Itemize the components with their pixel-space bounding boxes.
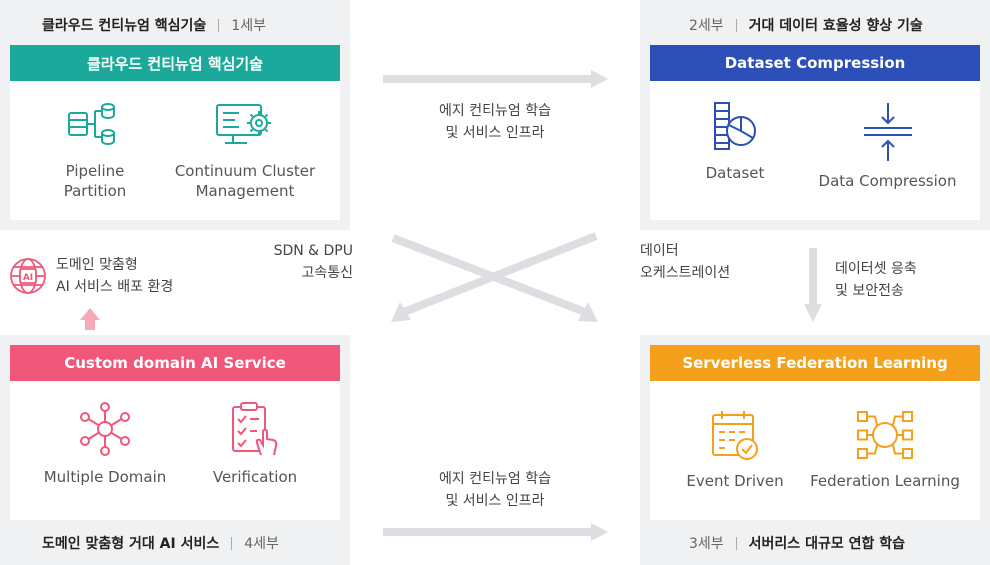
cluster-management-icon: [216, 104, 271, 144]
cluster-management-label: Continuum Cluster Management: [174, 162, 316, 200]
verification-label: Verification: [212, 468, 298, 486]
header-separator: [735, 18, 737, 32]
multiple-domain-label: Multiple Domain: [43, 468, 167, 486]
pipeline-partition-icon: [68, 103, 115, 145]
cluster-management-item: Continuum Cluster Management: [170, 101, 320, 201]
top-arrow-label: 에지 컨티뉴엄 학습 및 서비스 인프라: [439, 103, 551, 141]
top-left-stage: 1세부: [231, 18, 266, 34]
event-driven-item: Event Driven: [680, 409, 790, 491]
bottom-left-header: 도메인 맞춤형 거대 AI 서비스 4세부: [42, 533, 279, 553]
federation-learning-label: Federation Learning: [810, 472, 960, 490]
pipeline-partition-label: Pipeline Partition: [63, 162, 127, 200]
up-arrow-left: [80, 308, 100, 330]
bottom-right-panel: Serverless Federation Learning Event Dri…: [650, 345, 980, 520]
bottom-left-bar: Custom domain AI Service: [10, 345, 340, 381]
data-compression-icon: [863, 103, 912, 161]
top-right-panel: Dataset Compression Dataset Data Compres…: [650, 45, 980, 220]
top-right-stage: 2세부: [689, 18, 724, 34]
bottom-right-bar: Serverless Federation Learning: [650, 345, 980, 381]
bottom-left-panel: Custom domain AI Service Multiple Domain…: [10, 345, 340, 520]
cross-arrow-down-left: [391, 232, 598, 322]
ai-globe-icon: AI: [10, 258, 46, 294]
top-right-bar: Dataset Compression: [650, 45, 980, 81]
top-left-title: 클라우드 컨티뉴엄 핵심기술: [42, 18, 207, 34]
header-separator: [231, 536, 233, 550]
svg-text:AI: AI: [23, 273, 33, 283]
top-right-header: 2세부 거대 데이터 효율성 향상 기술: [689, 15, 923, 35]
top-left-panel: 클라우드 컨티뉴엄 핵심기술 Pipeline Partition Contin…: [10, 45, 340, 220]
dataset-icon: [714, 102, 756, 150]
bottom-right-arrow: [383, 523, 608, 541]
top-left-bar: 클라우드 컨티뉴엄 핵심기술: [10, 45, 340, 81]
event-driven-icon: [712, 411, 758, 460]
compression-transfer-label: 데이터셋 응축 및 보안전송: [835, 261, 917, 299]
sdn-dpu-label: SDN & DPU 고속통신: [273, 243, 353, 281]
event-driven-label: Event Driven: [686, 472, 784, 490]
orchestration-label: 데이터 오케스트레이션: [640, 243, 731, 281]
bottom-left-stage: 4세부: [244, 536, 279, 552]
header-separator: [218, 18, 220, 32]
network-icon: [80, 402, 130, 456]
top-right-arrow: [383, 70, 608, 88]
top-right-title: 거대 데이터 효율성 향상 기술: [748, 18, 923, 34]
bottom-right-header: 3세부 서버리스 대규모 연합 학습: [689, 533, 905, 553]
top-left-header: 클라우드 컨티뉴엄 핵심기술 1세부: [42, 15, 266, 35]
bottom-left-title: 도메인 맞춤형 거대 AI 서비스: [42, 536, 220, 552]
bottom-right-title: 서버리스 대규모 연합 학습: [748, 536, 905, 552]
data-compression-label: Data Compression: [818, 172, 957, 190]
federation-learning-item: Federation Learning: [810, 409, 960, 491]
verification-item: Verification: [200, 401, 310, 487]
ai-env-block: AI 도메인 맞춤형 AI 서비스 배포 환경: [8, 252, 228, 302]
pipeline-partition-item: Pipeline Partition: [45, 101, 145, 201]
dataset-item: Dataset: [685, 101, 785, 183]
bottom-right-stage: 3세부: [689, 536, 724, 552]
multiple-domain-item: Multiple Domain: [35, 401, 175, 487]
data-compression-item: Data Compression: [815, 101, 960, 191]
down-arrow-right: [804, 248, 822, 322]
ai-env-label: 도메인 맞춤형 AI 서비스 배포 환경: [56, 257, 174, 295]
federation-learning-icon: [857, 411, 913, 459]
dataset-label: Dataset: [705, 164, 765, 182]
verification-icon: [232, 402, 278, 456]
bottom-arrow-label: 에지 컨티뉴엄 학습 및 서비스 인프라: [439, 471, 551, 509]
header-separator: [735, 536, 737, 550]
